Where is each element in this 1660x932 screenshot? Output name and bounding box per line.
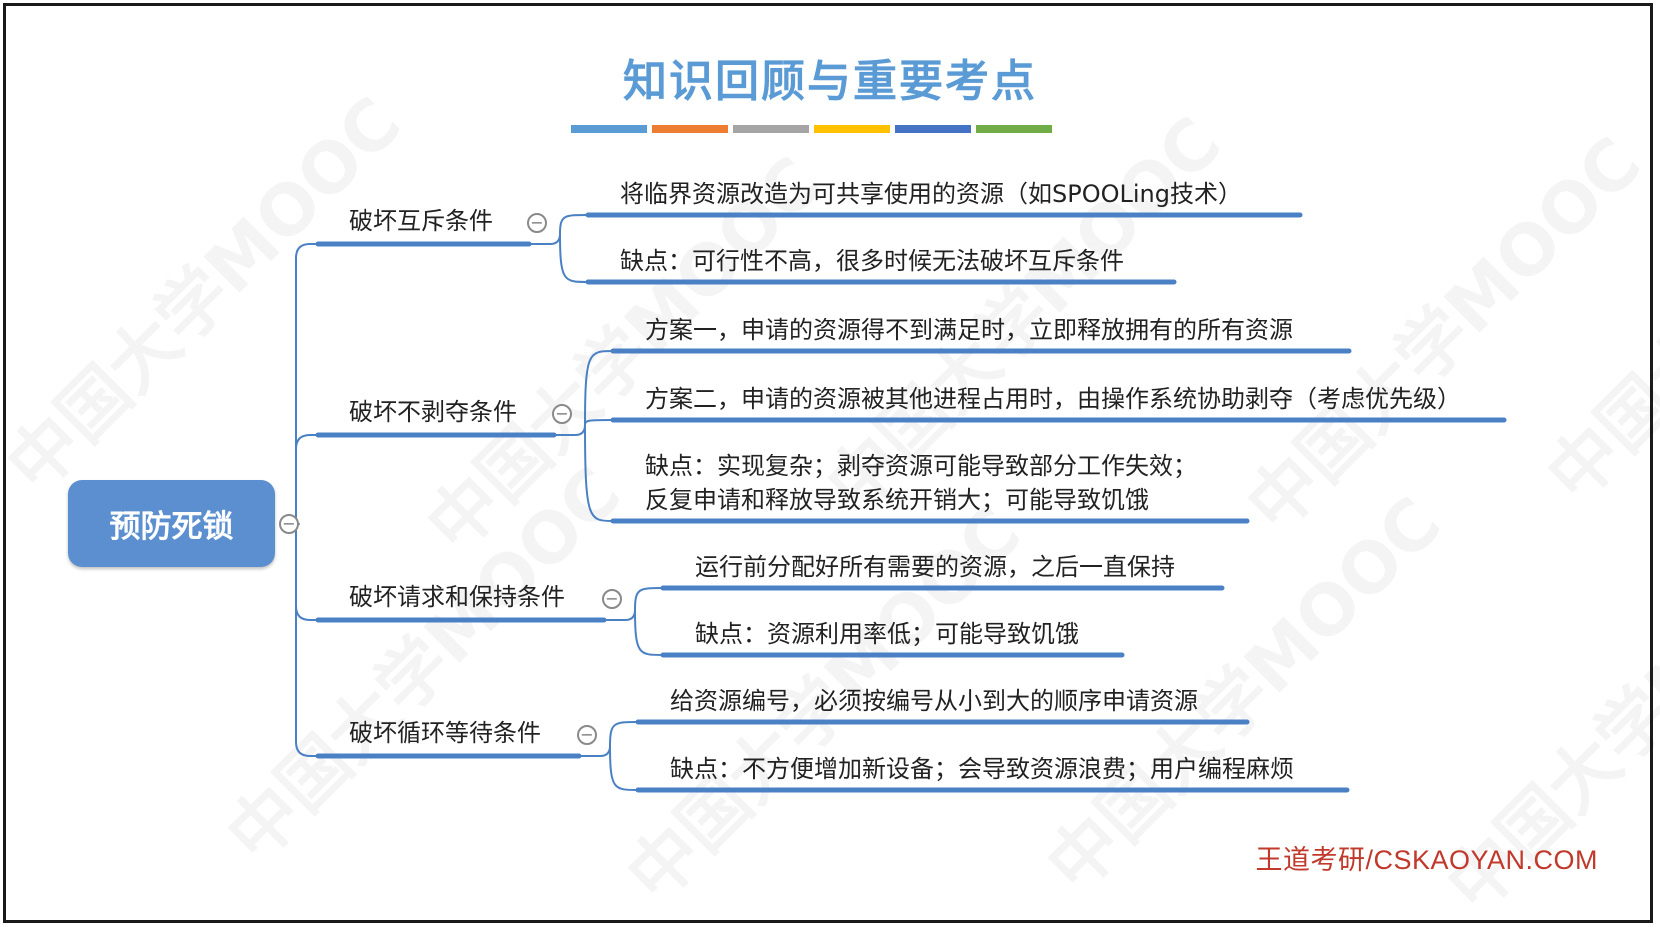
leaf-line: 缺点：实现复杂；剥夺资源可能导致部分工作失效； <box>645 452 1197 480</box>
root-collapse-icon[interactable]: − <box>279 514 299 534</box>
branch-collapse-icon[interactable]: − <box>527 213 547 233</box>
connector-line <box>584 424 614 522</box>
connector-line <box>584 419 614 426</box>
root-node[interactable]: 预防死锁 <box>68 480 275 567</box>
leaf-label[interactable]: 缺点：实现复杂；剥夺资源可能导致部分工作失效； 反复申请和释放导致系统开销大；可能… <box>645 449 1197 517</box>
leaf-line: 方案一，申请的资源得不到满足时，立即释放拥有的所有资源 <box>645 316 1293 344</box>
leaf-label[interactable]: 给资源编号，必须按编号从小到大的顺序申请资源 <box>670 684 1198 718</box>
leaf-label[interactable]: 缺点：可行性不高，很多时候无法破坏互斥条件 <box>620 244 1124 278</box>
color-bar <box>571 125 647 133</box>
slide-frame <box>3 3 1653 923</box>
branch-label[interactable]: 破坏互斥条件 <box>349 207 493 235</box>
leaf-label[interactable]: 将临界资源改造为可共享使用的资源（如SPOOLing技术） <box>620 177 1242 211</box>
connector-line <box>553 424 586 436</box>
leaf-line: 缺点：可行性不高，很多时候无法破坏互斥条件 <box>620 247 1124 275</box>
color-bar <box>733 125 809 133</box>
leaf-line: 给资源编号，必须按编号从小到大的顺序申请资源 <box>670 687 1198 715</box>
leaf-line: 运行前分配好所有需要的资源，之后一直保持 <box>695 553 1175 581</box>
branch-label[interactable]: 破坏循环等待条件 <box>349 719 541 747</box>
branch-collapse-icon[interactable]: − <box>577 725 597 745</box>
leaf-line: 将临界资源改造为可共享使用的资源（如SPOOLing技术） <box>620 180 1242 208</box>
footer-brand: 王道考研/CSKAOYAN.COM <box>1255 845 1598 875</box>
color-bar <box>814 125 890 133</box>
connector-line <box>295 523 319 757</box>
branch-collapse-icon[interactable]: − <box>552 404 572 424</box>
leaf-line: 缺点：不方便增加新设备；会导致资源浪费；用户编程麻烦 <box>670 755 1294 783</box>
color-bar <box>895 125 971 133</box>
leaf-label[interactable]: 缺点：不方便增加新设备；会导致资源浪费；用户编程麻烦 <box>670 752 1294 786</box>
leaf-label[interactable]: 运行前分配好所有需要的资源，之后一直保持 <box>695 550 1175 584</box>
connector-line <box>295 434 319 525</box>
leaf-line: 反复申请和释放导致系统开销大；可能导致饥饿 <box>645 486 1149 514</box>
connector-line <box>295 243 319 525</box>
branch-label[interactable]: 破坏请求和保持条件 <box>349 583 565 611</box>
leaf-label[interactable]: 缺点：资源利用率低；可能导致饥饿 <box>695 617 1079 651</box>
connector-line <box>578 745 611 757</box>
connector-line <box>295 523 319 621</box>
color-bar <box>652 125 728 133</box>
connector-line <box>609 745 639 791</box>
branch-label[interactable]: 破坏不剥夺条件 <box>349 398 517 426</box>
connector-line <box>559 233 589 283</box>
connector-line <box>584 350 614 426</box>
connector-line <box>634 609 664 656</box>
leaf-line: 方案二，申请的资源被其他进程占用时，由操作系统协助剥夺（考虑优先级） <box>645 385 1461 413</box>
connector-line <box>634 587 664 611</box>
leaf-label[interactable]: 方案二，申请的资源被其他进程占用时，由操作系统协助剥夺（考虑优先级） <box>645 382 1461 416</box>
connector-line <box>528 233 561 245</box>
page-title: 知识回顾与重要考点 <box>623 56 1037 107</box>
branch-collapse-icon[interactable]: − <box>602 589 622 609</box>
leaf-line: 缺点：资源利用率低；可能导致饥饿 <box>695 620 1079 648</box>
leaf-label[interactable]: 方案一，申请的资源得不到满足时，立即释放拥有的所有资源 <box>645 313 1293 347</box>
connector-line <box>559 214 589 235</box>
connector-line <box>603 609 636 621</box>
color-bar <box>976 125 1052 133</box>
connector-line <box>609 721 639 747</box>
